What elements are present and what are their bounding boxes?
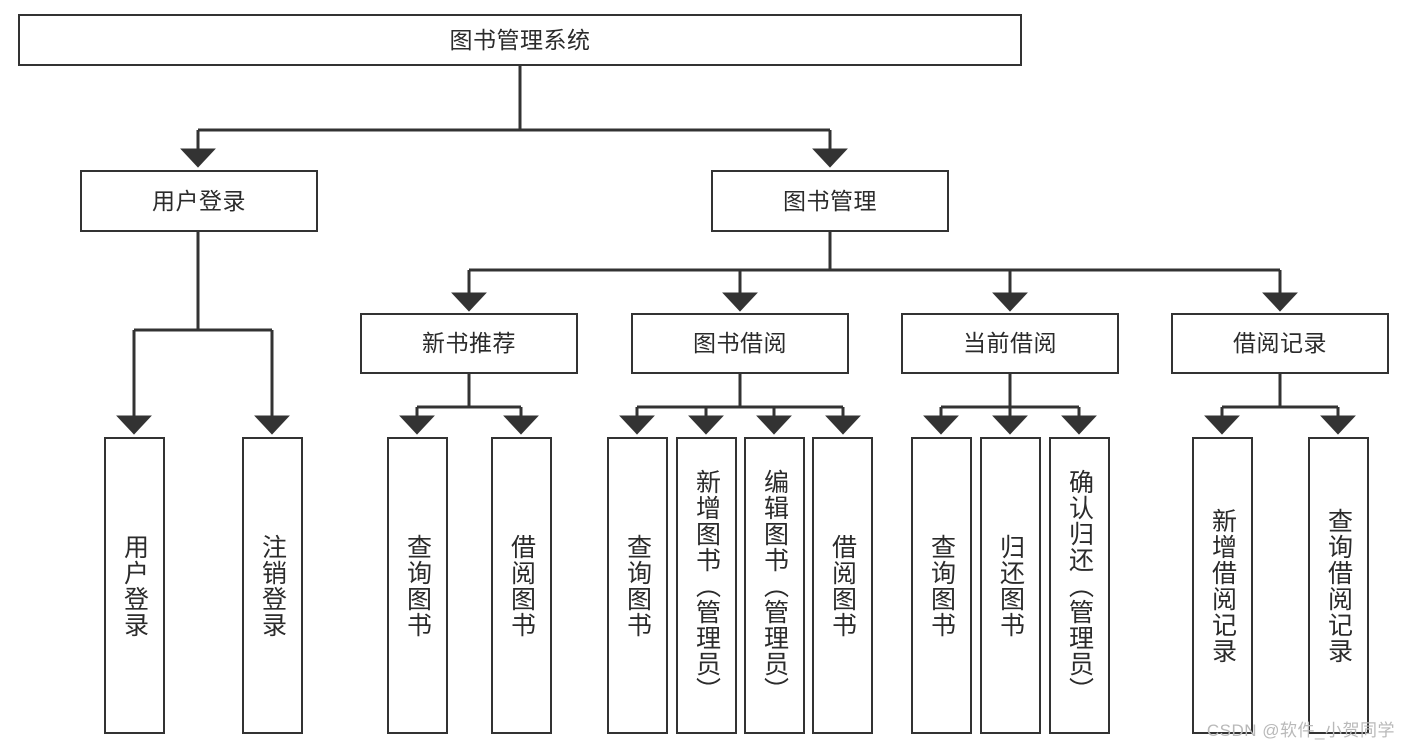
- node-root-label: 图书管理系统: [449, 26, 591, 53]
- node-book-borrow[interactable]: 图书借阅: [631, 313, 849, 374]
- leaf-current-borrow-3-label: 确认归还（管理员）: [1065, 468, 1094, 703]
- leaf-new-book-1[interactable]: 查询图书: [387, 437, 448, 734]
- leaf-user-login-2[interactable]: 注销登录: [242, 437, 303, 734]
- leaf-current-borrow-3[interactable]: 确认归还（管理员）: [1049, 437, 1110, 734]
- leaf-current-borrow-1-label: 查询图书: [927, 533, 956, 638]
- node-book-borrow-label: 图书借阅: [693, 330, 787, 357]
- leaf-book-borrow-2-label: 新增图书（管理员）: [692, 468, 721, 703]
- leaf-current-borrow-2[interactable]: 归还图书: [980, 437, 1041, 734]
- node-user-login[interactable]: 用户登录: [80, 170, 318, 232]
- leaf-user-login-2-label: 注销登录: [258, 533, 287, 638]
- leaf-book-borrow-2[interactable]: 新增图书（管理员）: [676, 437, 737, 734]
- node-book-manage[interactable]: 图书管理: [711, 170, 949, 232]
- node-borrow-record-label: 借阅记录: [1233, 330, 1327, 357]
- node-current-borrow-label: 当前借阅: [963, 330, 1057, 357]
- node-root[interactable]: 图书管理系统: [18, 14, 1022, 66]
- leaf-borrow-record-2-label: 查询借阅记录: [1324, 507, 1353, 664]
- node-new-book-recommend-label: 新书推荐: [422, 330, 516, 357]
- leaf-borrow-record-1-label: 新增借阅记录: [1208, 507, 1237, 664]
- leaf-borrow-record-1[interactable]: 新增借阅记录: [1192, 437, 1253, 734]
- leaf-book-borrow-1[interactable]: 查询图书: [607, 437, 668, 734]
- leaf-new-book-2[interactable]: 借阅图书: [491, 437, 552, 734]
- leaf-book-borrow-3-label: 编辑图书（管理员）: [760, 468, 789, 703]
- leaf-borrow-record-2[interactable]: 查询借阅记录: [1308, 437, 1369, 734]
- leaf-book-borrow-4-label: 借阅图书: [828, 533, 857, 638]
- leaf-user-login-1-label: 用户登录: [120, 533, 149, 638]
- node-current-borrow[interactable]: 当前借阅: [901, 313, 1119, 374]
- leaf-current-borrow-1[interactable]: 查询图书: [911, 437, 972, 734]
- leaf-current-borrow-2-label: 归还图书: [996, 533, 1025, 638]
- node-borrow-record[interactable]: 借阅记录: [1171, 313, 1389, 374]
- node-book-manage-label: 图书管理: [783, 187, 877, 214]
- node-new-book-recommend[interactable]: 新书推荐: [360, 313, 578, 374]
- node-user-login-label: 用户登录: [152, 187, 246, 214]
- leaf-book-borrow-3[interactable]: 编辑图书（管理员）: [744, 437, 805, 734]
- leaf-new-book-1-label: 查询图书: [403, 533, 432, 638]
- leaf-user-login-1[interactable]: 用户登录: [104, 437, 165, 734]
- leaf-book-borrow-4[interactable]: 借阅图书: [812, 437, 873, 734]
- leaf-book-borrow-1-label: 查询图书: [623, 533, 652, 638]
- leaf-new-book-2-label: 借阅图书: [507, 533, 536, 638]
